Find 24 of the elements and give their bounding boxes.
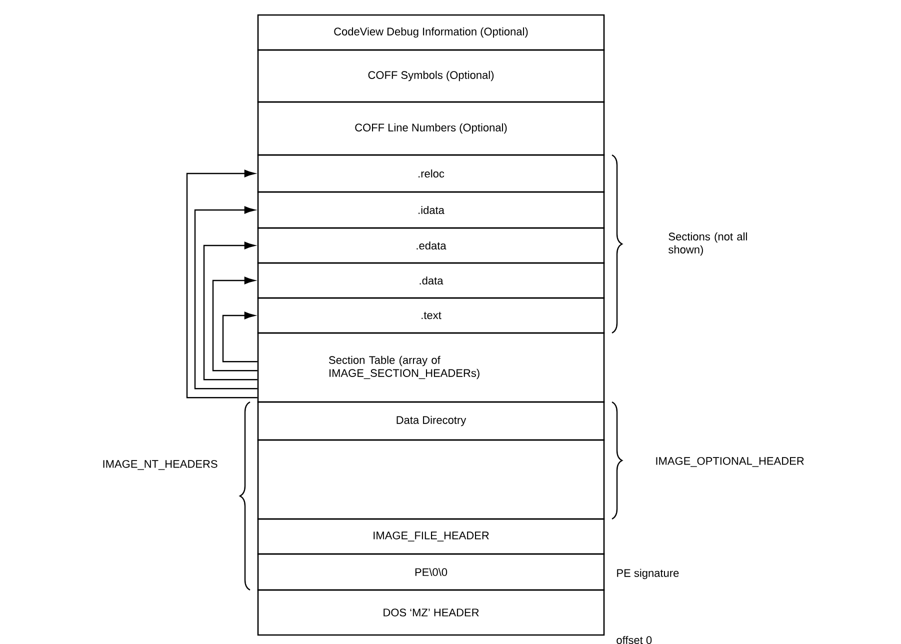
section-box: PE\0\0 (257, 553, 605, 591)
arrow (222, 312, 258, 362)
section-box: IMAGE_FILE_HEADER (257, 518, 605, 555)
section-box: .data (257, 262, 605, 299)
brace-label: IMAGE_OPTIONAL_HEADER (656, 457, 804, 467)
side-label: offset 0 (616, 636, 652, 644)
section-box: Data Direcotry (257, 401, 605, 441)
section-box: .idata (257, 191, 605, 229)
arrow (194, 206, 258, 390)
empty-box (257, 439, 605, 520)
section-box: .reloc (257, 154, 605, 193)
arrow (212, 276, 258, 372)
side-label: PE signature (617, 568, 679, 580)
arrow (186, 170, 258, 398)
section-box: COFF Symbols (Optional) (257, 49, 605, 103)
section-box: DOS ‘MZ’ HEADER (257, 589, 605, 636)
section-box: COFF Line Numbers (Optional) (257, 101, 605, 156)
section-box: .text (257, 297, 605, 334)
section-box: .edata (257, 227, 605, 264)
arrow (203, 242, 258, 380)
section-box: CodeView Debug Information (Optional) (257, 14, 605, 51)
brace-label: Sections (not all shown) (668, 232, 747, 256)
section-box: Section Table (array of IMAGE_SECTION_HEADERs) (257, 332, 605, 403)
brace-label: IMAGE_NT_HEADERS (103, 460, 218, 470)
